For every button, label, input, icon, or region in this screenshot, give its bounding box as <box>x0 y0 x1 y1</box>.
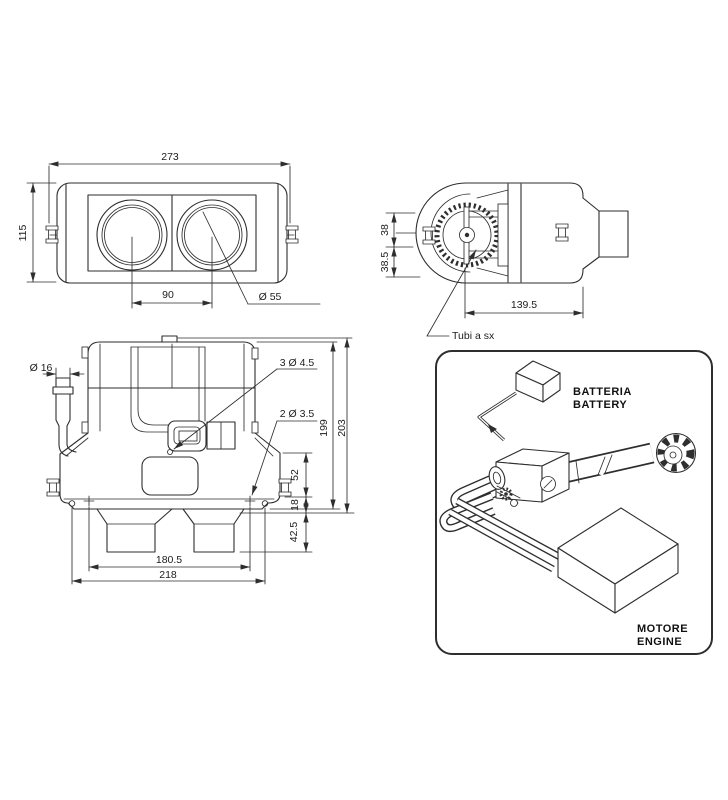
dim-side-lower: 38.5 <box>379 252 391 273</box>
pump-gear <box>499 487 513 501</box>
front-view-body <box>45 182 299 284</box>
rear-view-pipe <box>52 377 77 457</box>
battery-wires <box>477 391 517 442</box>
fan-flange <box>655 432 697 474</box>
heater-hoses <box>439 473 562 573</box>
rear-view-mount-holes <box>68 495 269 507</box>
blower-end <box>488 466 506 490</box>
dim-height-body: 199 <box>318 419 330 437</box>
dim-hole-spacing: 90 <box>162 289 174 301</box>
panel-labels: BATTERIA BATTERY MOTORE ENGINE <box>573 386 688 648</box>
rear-view-body <box>46 335 292 510</box>
dim-width-overall: 218 <box>159 569 177 581</box>
dim-holes-top: 3 Ø 4.5 <box>280 357 315 369</box>
dim-holes-bottom: 2 Ø 3.5 <box>280 408 315 420</box>
installation-panel: BATTERIA BATTERY MOTORE ENGINE <box>435 350 713 655</box>
top-tab <box>161 335 178 343</box>
rear-view-dimensions: Ø 16 3 Ø 4.5 2 Ø 3.5 52 18 42.5 <box>30 337 355 585</box>
dim-pipe-diameter: Ø 16 <box>30 362 53 374</box>
dim-side-upper: 38 <box>379 224 391 236</box>
side-view-dimensions: 38 38.5 139.5 Tubi a sx <box>379 212 584 342</box>
rear-view-center-parts <box>141 420 236 496</box>
rear-view-ducts <box>96 508 245 553</box>
battery-box <box>515 360 561 403</box>
outlet-duct <box>561 442 655 484</box>
battery-label-it: BATTERIA <box>573 386 632 398</box>
wire-connector <box>488 424 497 433</box>
side-view: 38 38.5 139.5 Tubi a sx <box>379 182 629 342</box>
side-view-body <box>395 182 629 284</box>
dim-duct: 42.5 <box>288 522 300 543</box>
front-view-dimensions: 273 115 90 Ø 55 <box>17 151 321 309</box>
dim-front-width: 273 <box>161 151 179 163</box>
rear-left-clip <box>46 478 60 497</box>
pipe-collar <box>52 386 74 395</box>
dim-step: 52 <box>289 469 301 481</box>
engine-block <box>557 507 679 614</box>
rear-view: Ø 16 3 Ø 4.5 2 Ø 3.5 52 18 42.5 <box>30 335 355 585</box>
front-view: 273 115 90 Ø 55 <box>17 151 321 309</box>
dim-front-height: 115 <box>17 224 29 241</box>
front-left-clip <box>45 225 59 244</box>
heater-unit <box>488 448 570 507</box>
front-right-clip <box>285 225 299 244</box>
battery-label-en: BATTERY <box>573 399 627 411</box>
motor-plate <box>497 203 509 267</box>
engine-label-en: ENGINE <box>637 636 682 648</box>
dim-hole-diameter: Ø 55 <box>259 291 282 303</box>
dim-flange: 18 <box>289 499 301 511</box>
dim-height-overall: 203 <box>336 419 348 437</box>
dim-side-length: 139.5 <box>511 299 537 311</box>
engine-label-it: MOTORE <box>637 623 688 635</box>
note-pipes-left: Tubi a sx <box>452 330 495 342</box>
dim-hole-span: 180.5 <box>156 554 182 566</box>
rear-opening <box>141 456 199 496</box>
